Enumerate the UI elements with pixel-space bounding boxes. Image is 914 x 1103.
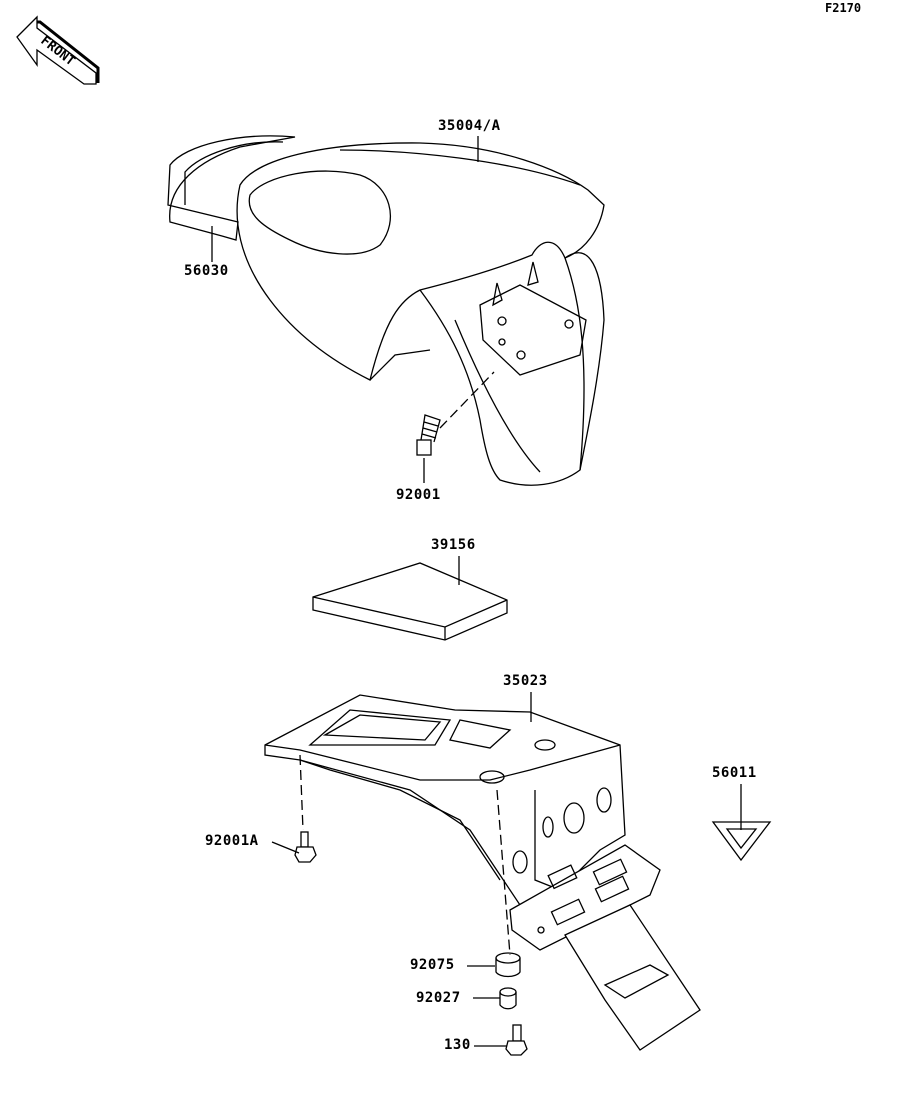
grommet-92075 xyxy=(495,952,521,978)
part-label-35004A[interactable]: 35004/A xyxy=(438,118,501,134)
part-label-56030[interactable]: 56030 xyxy=(184,263,229,279)
part-label-92027[interactable]: 92027 xyxy=(416,990,461,1006)
front-arrow-icon: FRONT xyxy=(16,15,100,85)
bolt-92001 xyxy=(416,414,441,456)
part-label-39156[interactable]: 39156 xyxy=(431,537,476,553)
part-label-130[interactable]: 130 xyxy=(444,1037,471,1053)
decal-56030 xyxy=(167,135,296,241)
part-label-92075[interactable]: 92075 xyxy=(410,957,455,973)
collar-92027 xyxy=(499,987,517,1010)
part-label-92001[interactable]: 92001 xyxy=(396,487,441,503)
rear-fender-35004A xyxy=(236,142,605,486)
diagram-code: F2170 xyxy=(825,1,862,15)
fender-bracket-35023 xyxy=(264,694,701,1051)
pad-39156 xyxy=(312,562,508,641)
leader-lines xyxy=(211,136,742,1047)
part-label-92001A[interactable]: 92001A xyxy=(205,833,259,849)
part-label-35023[interactable]: 35023 xyxy=(503,673,548,689)
bolt-92001A xyxy=(294,831,317,863)
bolt-130 xyxy=(505,1024,528,1056)
part-label-56011[interactable]: 56011 xyxy=(712,765,757,781)
